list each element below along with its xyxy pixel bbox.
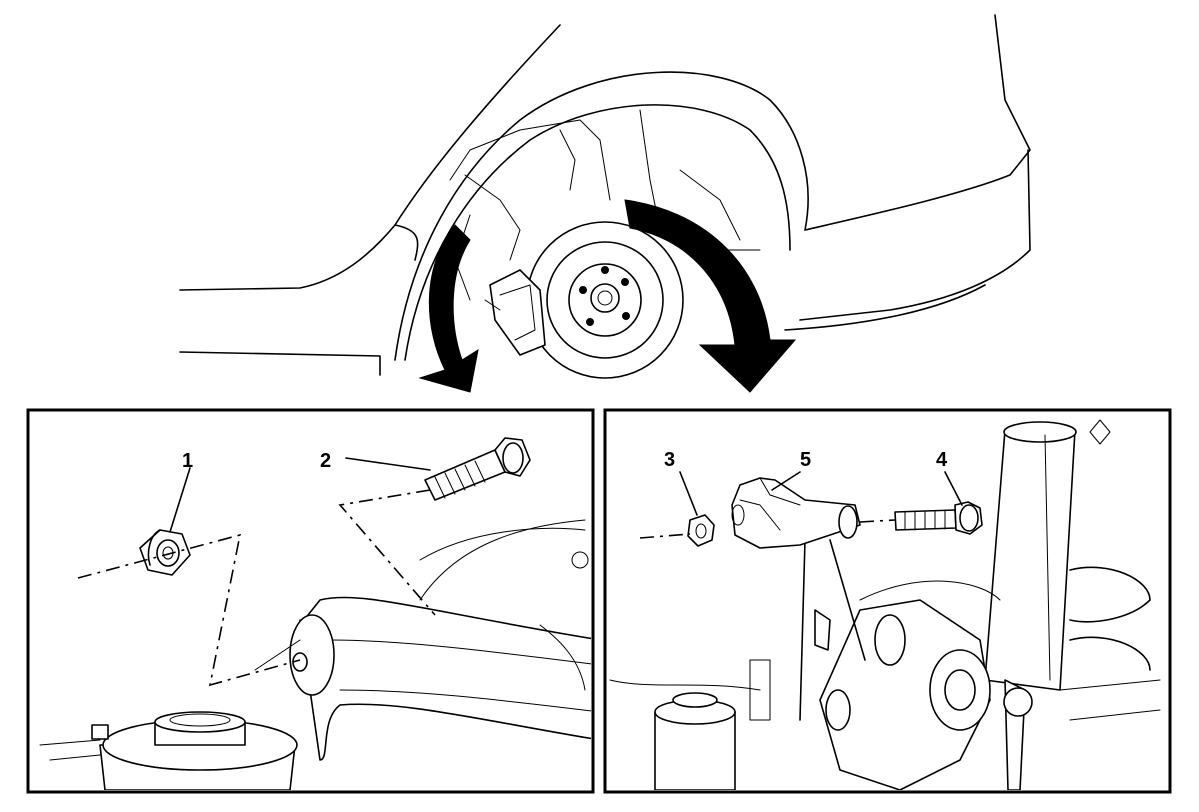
bolt-2: [424, 437, 531, 501]
detail-panel-right: 3 5 4: [603, 408, 1172, 794]
callout-1: 1: [182, 450, 193, 472]
callout-5: 5: [800, 449, 811, 471]
callout-2: 2: [320, 450, 331, 472]
nut-1: [139, 529, 191, 576]
callout-3: 3: [664, 449, 675, 471]
detail-panel-left: 1 2: [26, 408, 595, 794]
bolt-4: [894, 501, 983, 535]
callout-4: 4: [936, 449, 948, 471]
bracket-5: [731, 477, 861, 549]
vehicle-wheel-well-view: [179, 14, 1031, 393]
nut-3: [687, 514, 715, 547]
